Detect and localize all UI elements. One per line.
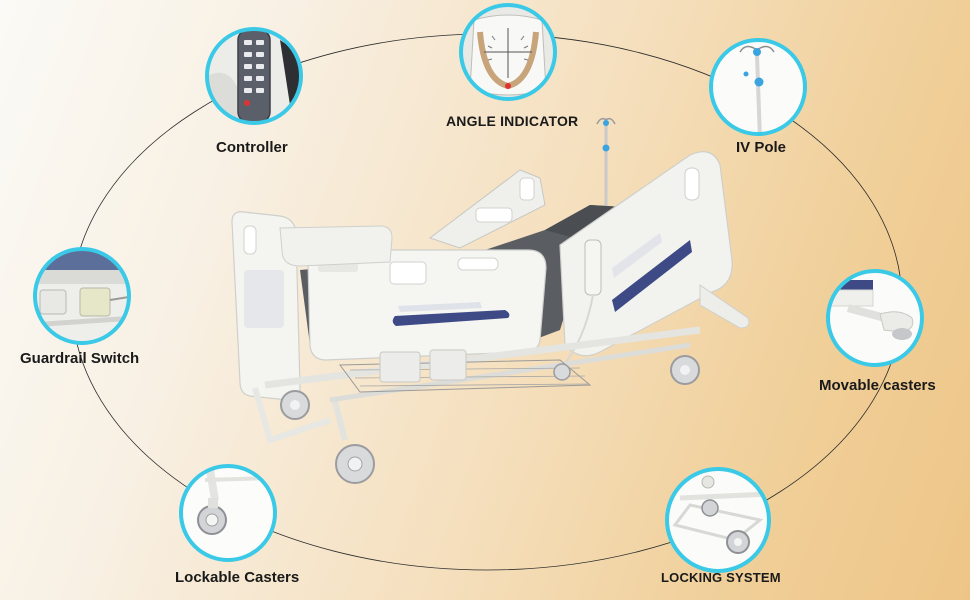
iv-pole-on-bed — [596, 117, 616, 215]
iv-pole-label: IV Pole — [736, 139, 787, 156]
guardrail-switch-label: Guardrail Switch — [20, 350, 140, 367]
movable-casters-callout — [826, 269, 924, 367]
iv-pole-callout — [709, 38, 807, 136]
movable-casters-label: Movable casters — [819, 377, 936, 394]
lockable-casters-label: Lockable Casters — [175, 569, 300, 586]
controller-label: Controller — [216, 139, 288, 156]
locking-system-callout — [665, 467, 771, 573]
guardrail-switch-callout — [33, 247, 131, 345]
locking-system-label: LOCKING SYSTEM — [661, 570, 781, 585]
angle-indicator-callout — [459, 3, 557, 101]
angle-indicator-label: ANGLE INDICATOR — [446, 113, 579, 129]
lockable-casters-callout — [179, 464, 277, 562]
controller-callout — [205, 27, 303, 125]
hospital-bed — [231, 117, 750, 484]
bed-casters — [280, 355, 700, 484]
